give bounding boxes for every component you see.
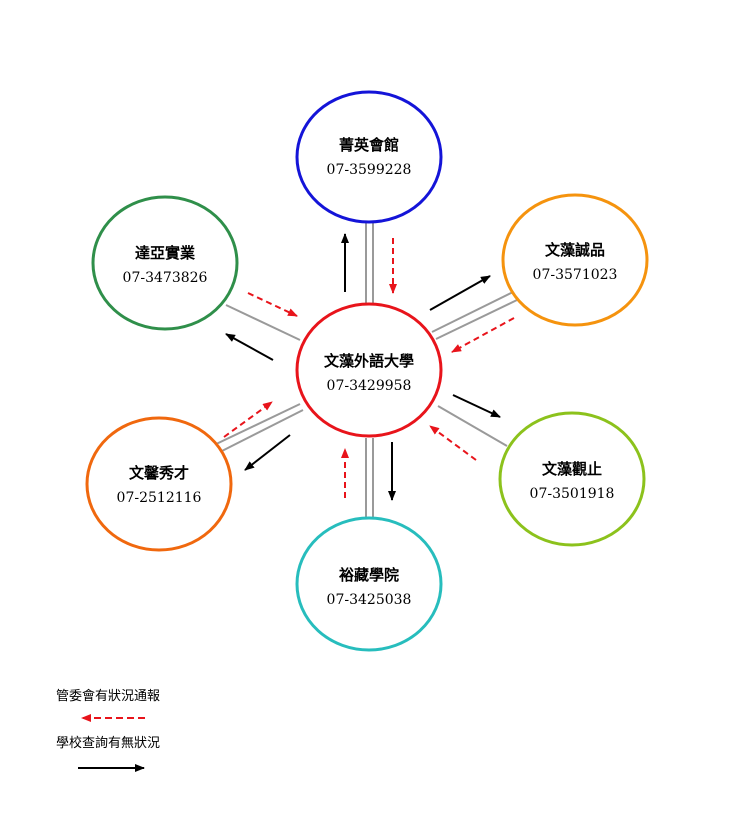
node-phone: 07-3599228 xyxy=(327,162,412,178)
red-arrow-wenxin xyxy=(223,401,273,438)
center-name: 文藻外語大學 xyxy=(324,352,414,370)
node-wenxin: 文馨秀才 07-2512116 xyxy=(85,416,233,552)
center-circle xyxy=(295,302,443,438)
node-name: 菁英會館 xyxy=(339,136,399,154)
node-phone: 07-3425038 xyxy=(327,592,412,608)
black-arrow-wenxin xyxy=(244,434,291,471)
red-arrow-chengpin xyxy=(451,317,515,353)
connector-daya xyxy=(225,304,301,341)
node-name: 文馨秀才 xyxy=(129,464,189,482)
connector-chengpin-2 xyxy=(435,299,518,340)
node-name: 裕藏學院 xyxy=(338,566,399,584)
node-phone: 07-2512116 xyxy=(117,490,202,506)
node-chengpin: 文藻誠品 07-3571023 xyxy=(501,193,649,327)
connector-chengpin xyxy=(431,291,514,333)
node-name: 文藻誠品 xyxy=(545,241,605,259)
legend: 管委會有狀況通報 學校查詢有無狀況 xyxy=(56,689,160,772)
black-arrow-chengpin xyxy=(429,275,491,311)
node-yucang: 裕藏學院 07-3425038 xyxy=(295,516,443,652)
node-guanzhi: 文藻觀止 07-3501918 xyxy=(498,411,646,547)
node-phone: 07-3571023 xyxy=(533,267,618,283)
node-circle xyxy=(498,411,646,547)
node-phone: 07-3473826 xyxy=(123,270,208,286)
node-circle xyxy=(295,90,443,224)
connector-lines xyxy=(211,222,518,518)
node-name: 文藻觀止 xyxy=(542,460,602,478)
black-arrow-daya xyxy=(225,333,274,361)
node-daya: 達亞實業 07-3473826 xyxy=(91,195,239,331)
center-phone: 07-3429958 xyxy=(327,378,412,394)
node-name: 達亞實業 xyxy=(135,244,196,262)
node-circle xyxy=(91,195,239,331)
center-node: 文藻外語大學 07-3429958 xyxy=(295,302,443,438)
node-circle xyxy=(295,516,443,652)
node-phone: 07-3501918 xyxy=(530,486,615,502)
node-circle xyxy=(501,193,649,327)
connector-wenxin xyxy=(211,403,301,447)
red-arrow-daya xyxy=(247,292,298,317)
black-arrow-guanzhi xyxy=(452,394,501,418)
connector-wenxin-2 xyxy=(215,409,304,455)
red-arrows xyxy=(223,238,515,498)
legend-black-label: 學校查詢有無狀況 xyxy=(56,735,160,751)
node-jingying: 菁英會館 07-3599228 xyxy=(295,90,443,224)
black-arrows xyxy=(225,233,501,501)
red-arrow-guanzhi xyxy=(429,425,477,461)
connector-guanzhi xyxy=(437,405,508,447)
node-circle xyxy=(85,416,233,552)
legend-red-label: 管委會有狀況通報 xyxy=(56,689,160,704)
